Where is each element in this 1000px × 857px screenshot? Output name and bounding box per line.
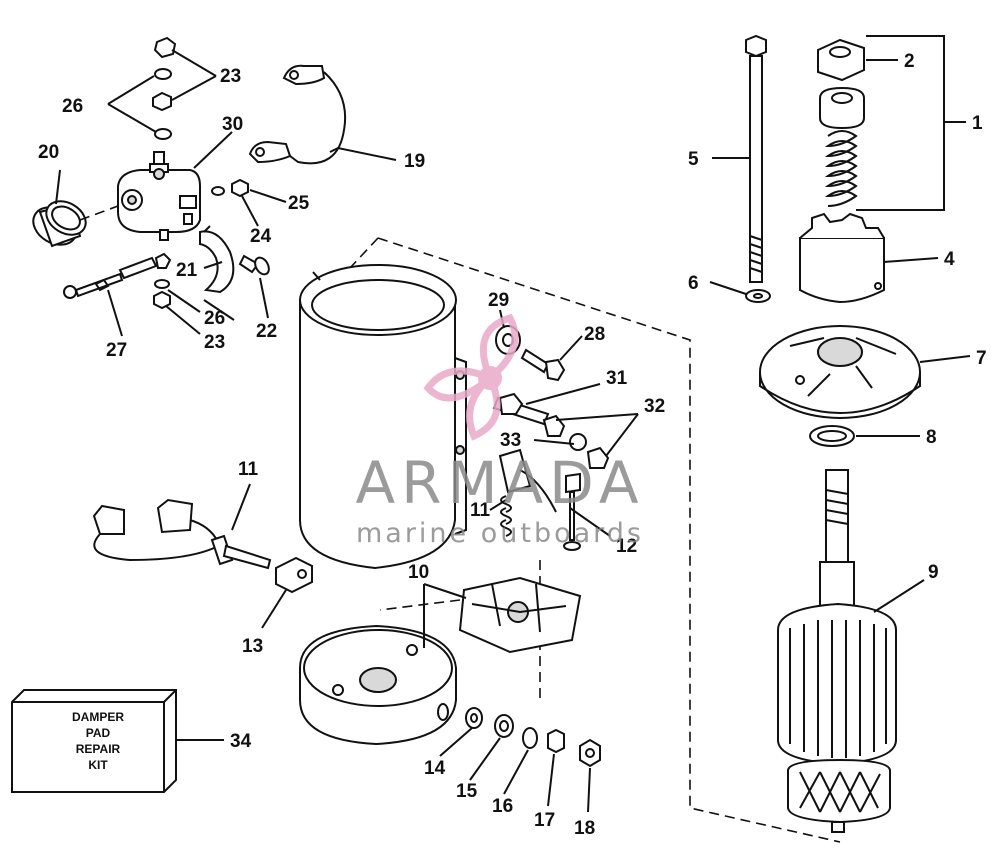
- callout-29: 29: [488, 290, 509, 311]
- damper-ring: [32, 200, 119, 248]
- callout-6: 6: [688, 273, 699, 294]
- callout-4: 4: [944, 249, 955, 270]
- nut-washer-24-25: [211, 178, 249, 198]
- terminal-nuts-bottom: [153, 279, 171, 310]
- callout-32: 32: [644, 396, 665, 417]
- callout-31: 31: [606, 368, 628, 389]
- callout-25: 25: [288, 193, 310, 214]
- solenoid-stud: [63, 252, 172, 299]
- drive-pinion: [799, 212, 885, 304]
- callout-5: 5: [688, 149, 699, 170]
- kit-label-line-2: PAD: [86, 726, 111, 740]
- callout-21: 21: [176, 260, 198, 281]
- callout-2: 2: [904, 51, 915, 72]
- callout-11-center: 11: [470, 500, 491, 521]
- callout-14: 14: [424, 758, 446, 779]
- end-cap-hardware: [465, 707, 601, 768]
- drive-spacer: [819, 86, 865, 130]
- callout-9: 9: [928, 562, 939, 583]
- brush-clip: [275, 556, 313, 594]
- drive-spring: [824, 130, 858, 207]
- terminal-nuts-top: [152, 36, 177, 140]
- callout-28: 28: [584, 324, 605, 345]
- callout-26-bottom: 26: [204, 308, 225, 329]
- callout-23-bottom: 23: [204, 332, 225, 353]
- kit-label-line-4: KIT: [88, 758, 108, 772]
- terminal-hardware: [492, 325, 610, 469]
- drive-nut: [817, 38, 865, 82]
- callout-33: 33: [500, 430, 521, 451]
- callout-27: 27: [106, 340, 127, 361]
- starter-housing: [299, 264, 467, 570]
- armature: [777, 469, 897, 833]
- callout-11-left: 11: [238, 459, 259, 480]
- drive-end-frame: [759, 325, 921, 419]
- callout-20: 20: [38, 142, 59, 163]
- callout-12: 12: [616, 536, 637, 557]
- through-bolt: [745, 34, 767, 283]
- callout-23-top: 23: [220, 66, 241, 87]
- bracket-screw: [238, 254, 270, 276]
- damper-pad-repair-kit-box: DAMPER PAD REPAIR KIT: [11, 689, 177, 793]
- callout-8: 8: [926, 427, 937, 448]
- callout-24: 24: [250, 226, 272, 247]
- assembly-dashed-outline: [319, 237, 841, 843]
- callout-1: 1: [972, 113, 983, 134]
- battery-cable: [248, 64, 347, 165]
- callout-34: 34: [230, 731, 252, 752]
- callout-26-top: 26: [62, 96, 83, 117]
- callout-18: 18: [574, 818, 595, 839]
- kit-label-line-1: DAMPER: [72, 710, 124, 724]
- callout-numbers: 1 2 4 5 6 7 8 9 10 11 11 12 13 14 15 16 …: [38, 51, 987, 839]
- callout-10: 10: [408, 562, 429, 583]
- solenoid-assembly: [117, 151, 201, 241]
- end-cap: [299, 624, 457, 746]
- callout-30: 30: [222, 114, 243, 135]
- lock-washer: [745, 289, 771, 303]
- watermark-brand: ARMADA: [355, 449, 644, 517]
- thrust-washer: [809, 425, 855, 447]
- callout-13: 13: [242, 636, 263, 657]
- leader-lines: [55, 35, 971, 813]
- callout-22: 22: [256, 321, 277, 342]
- callout-16: 16: [492, 796, 513, 817]
- callout-7: 7: [976, 348, 987, 369]
- callout-19: 19: [404, 151, 425, 172]
- kit-label-line-3: REPAIR: [76, 742, 121, 756]
- callout-17: 17: [534, 810, 555, 831]
- brush-lead: [92, 498, 272, 570]
- mounting-bracket: [199, 225, 235, 294]
- watermark-tagline: marine outboards: [356, 518, 644, 549]
- watermark: ARMADA marine outboards: [355, 313, 644, 549]
- brush-set: [498, 448, 581, 551]
- brush-holder: [458, 576, 582, 654]
- propeller-logo: [423, 313, 519, 441]
- callout-15: 15: [456, 781, 478, 802]
